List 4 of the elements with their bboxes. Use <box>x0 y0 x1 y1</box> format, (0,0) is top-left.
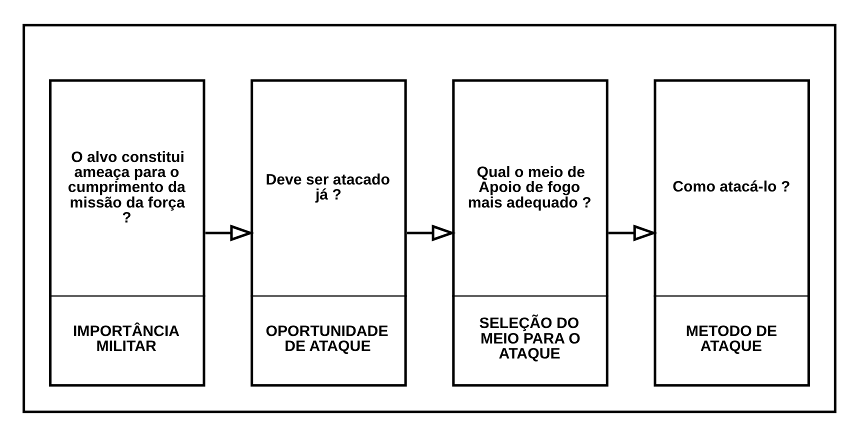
arrow <box>205 224 254 241</box>
arrow <box>406 224 456 241</box>
cluster <box>22 23 836 413</box>
arrow <box>608 224 658 241</box>
